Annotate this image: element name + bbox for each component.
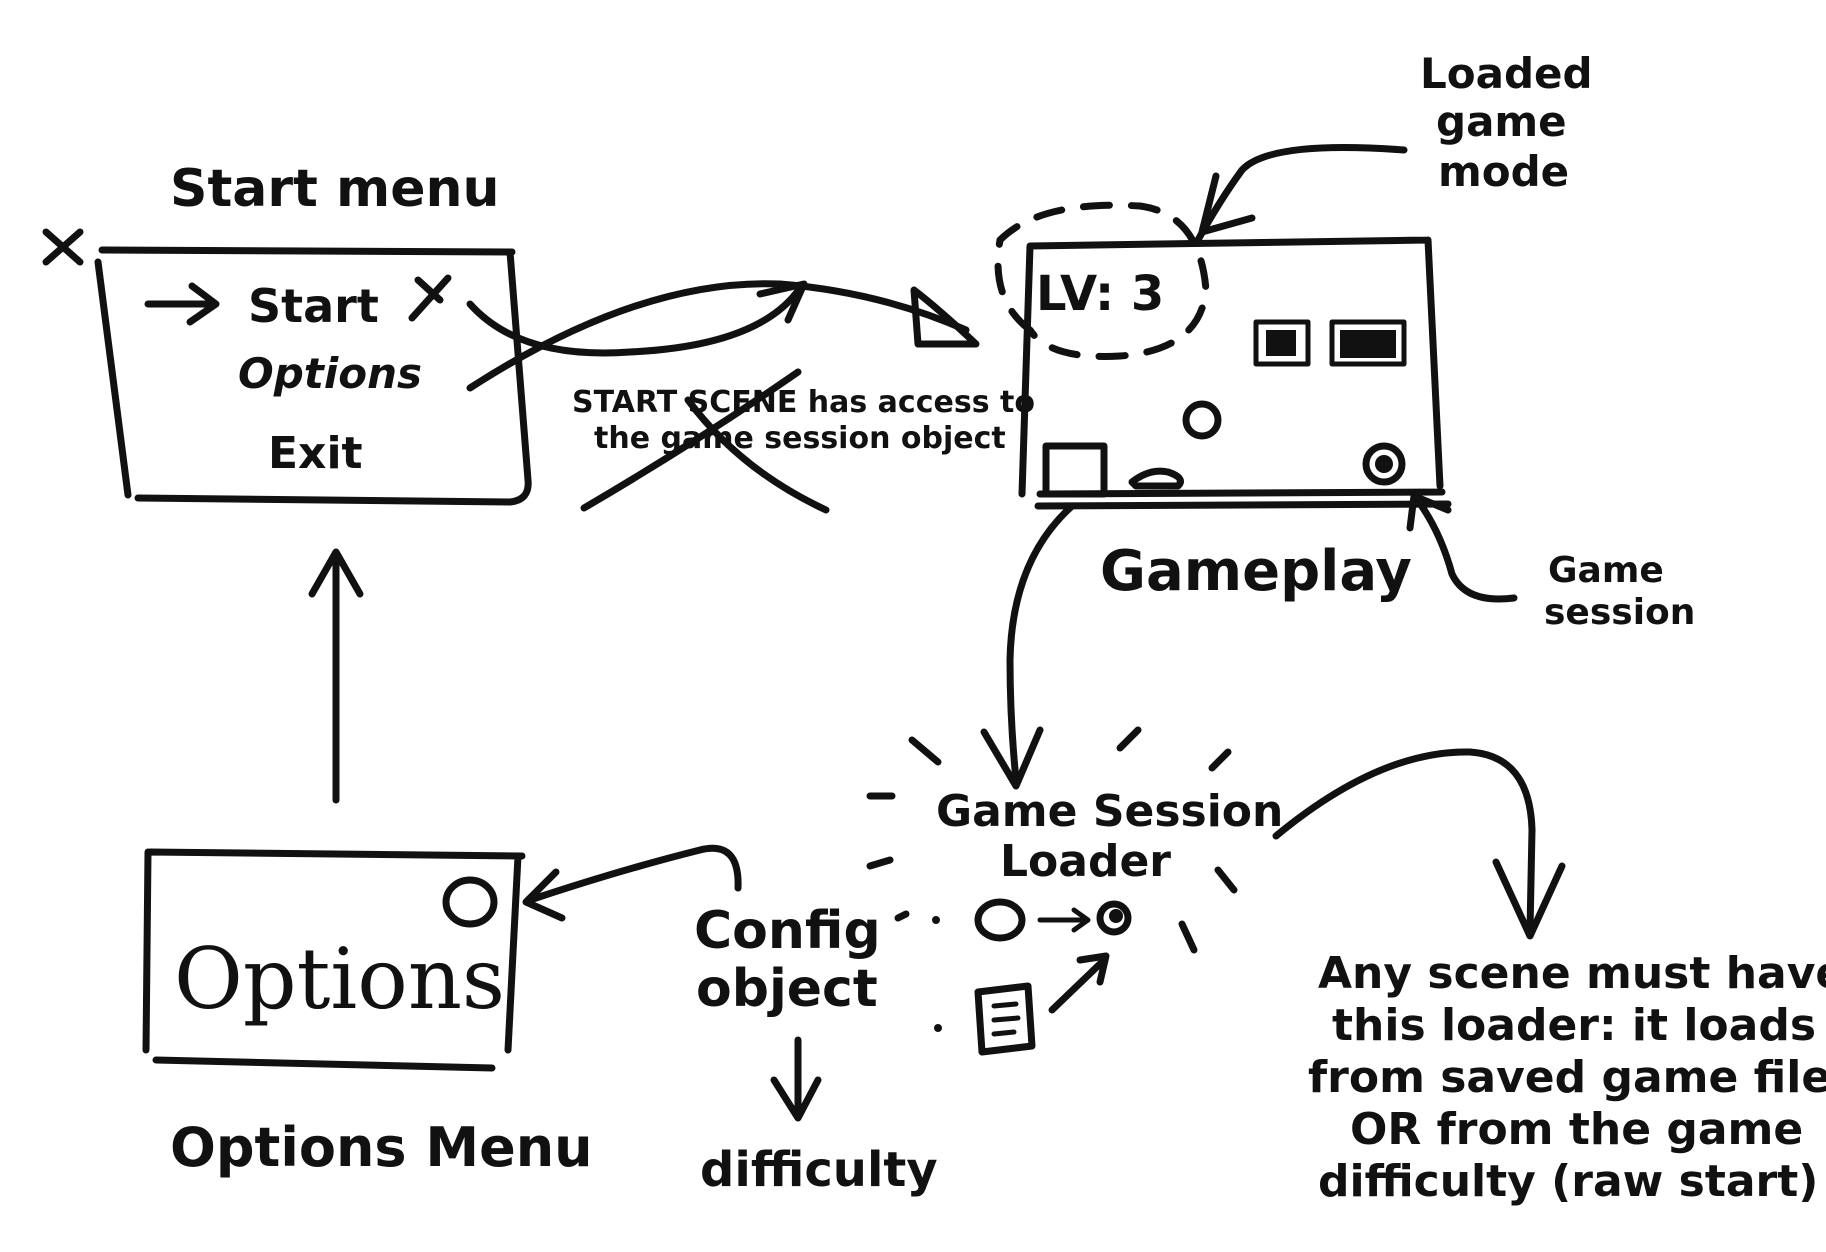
- gameplay-level: LV: 3: [1036, 266, 1164, 322]
- note-line-1: Any scene must have: [1318, 948, 1826, 999]
- level-highlight-ellipse: [994, 201, 1210, 360]
- hud-slot-icon: [1253, 319, 1311, 367]
- file-to-eye-arrow-icon: [1048, 952, 1110, 1014]
- start-menu-item-exit: Exit: [268, 428, 363, 479]
- eye-icon: [1096, 900, 1132, 936]
- crossed-note-line1: START SCENE has access to: [572, 385, 1035, 420]
- start-menu-item-start: Start: [248, 279, 379, 333]
- options-menu: Options Options Menu: [142, 848, 593, 1179]
- note-line-2: this loader: it loads: [1332, 1000, 1816, 1051]
- cross-out-line-1: [580, 368, 802, 512]
- game-session-loader: Game Session Loader: [866, 726, 1283, 1056]
- crossed-note-line2: the game session object: [594, 421, 1006, 456]
- config-line1: Config: [694, 901, 881, 961]
- start-to-gameplay-arrow: [466, 280, 980, 392]
- hud-slot-icon: [1329, 319, 1407, 367]
- source-icon: [974, 898, 1026, 942]
- options-menu-title: Options Menu: [170, 1116, 593, 1179]
- coin-icon: [1182, 400, 1222, 440]
- game-session-line2: session: [1544, 592, 1695, 633]
- options-inner-text: Options: [174, 930, 505, 1028]
- options-button-icon: [442, 876, 498, 928]
- options-to-start-arrow: [308, 548, 364, 804]
- loaded-game-mode-label: Loaded game mode: [1194, 49, 1593, 244]
- loader-title-line2: Loader: [1000, 836, 1171, 887]
- config-object: Config object difficulty: [522, 844, 938, 1198]
- note-line-3: from saved game files: [1308, 1052, 1826, 1103]
- note-line-4: OR from the game: [1350, 1104, 1803, 1155]
- cross-out-line-2: [684, 396, 830, 514]
- gameplay-to-loader-arrow: [980, 502, 1076, 790]
- player-icon: [1042, 442, 1108, 498]
- loaded-mode-line2: game: [1436, 97, 1567, 146]
- burst-lines: [866, 726, 1238, 1032]
- game-session-line1: Game: [1548, 550, 1664, 591]
- loaded-mode-line1: Loaded: [1420, 49, 1593, 98]
- loader-to-note-arrow: [1272, 748, 1566, 940]
- rock-icon: [1128, 467, 1184, 490]
- crossed-arrow: [466, 284, 804, 357]
- game-session-label: Game session: [1406, 492, 1695, 633]
- crossed-note: START SCENE has access to the game sessi…: [466, 280, 1035, 514]
- gameplay-box: [1018, 236, 1446, 498]
- start-menu-item-options: Options: [238, 349, 422, 398]
- config-difficulty: difficulty: [700, 1142, 938, 1198]
- target-icon: [1362, 442, 1406, 486]
- start-menu-title: Start menu: [170, 159, 500, 219]
- selection-arrow-icon: [144, 282, 220, 326]
- config-line2: object: [696, 959, 878, 1019]
- note-line-5: difficulty (raw start): [1318, 1156, 1818, 1207]
- start-menu: Start menu Start Options Exit: [42, 159, 532, 506]
- gameplay-screen: LV: 3 Gameplay: [994, 201, 1452, 604]
- close-mark-icon: [42, 228, 84, 266]
- flow-arrow-icon: [1037, 907, 1091, 933]
- gameplay-title: Gameplay: [1100, 539, 1412, 604]
- save-file-icon: [974, 982, 1036, 1056]
- start-menu-box: [94, 246, 532, 506]
- loader-title-line1: Game Session: [936, 786, 1283, 837]
- loader-note: Any scene must have this loader: it load…: [1308, 948, 1826, 1207]
- options-box: [142, 848, 526, 1072]
- scribble-cross-icon: [408, 274, 452, 322]
- loaded-mode-line3: mode: [1438, 147, 1569, 196]
